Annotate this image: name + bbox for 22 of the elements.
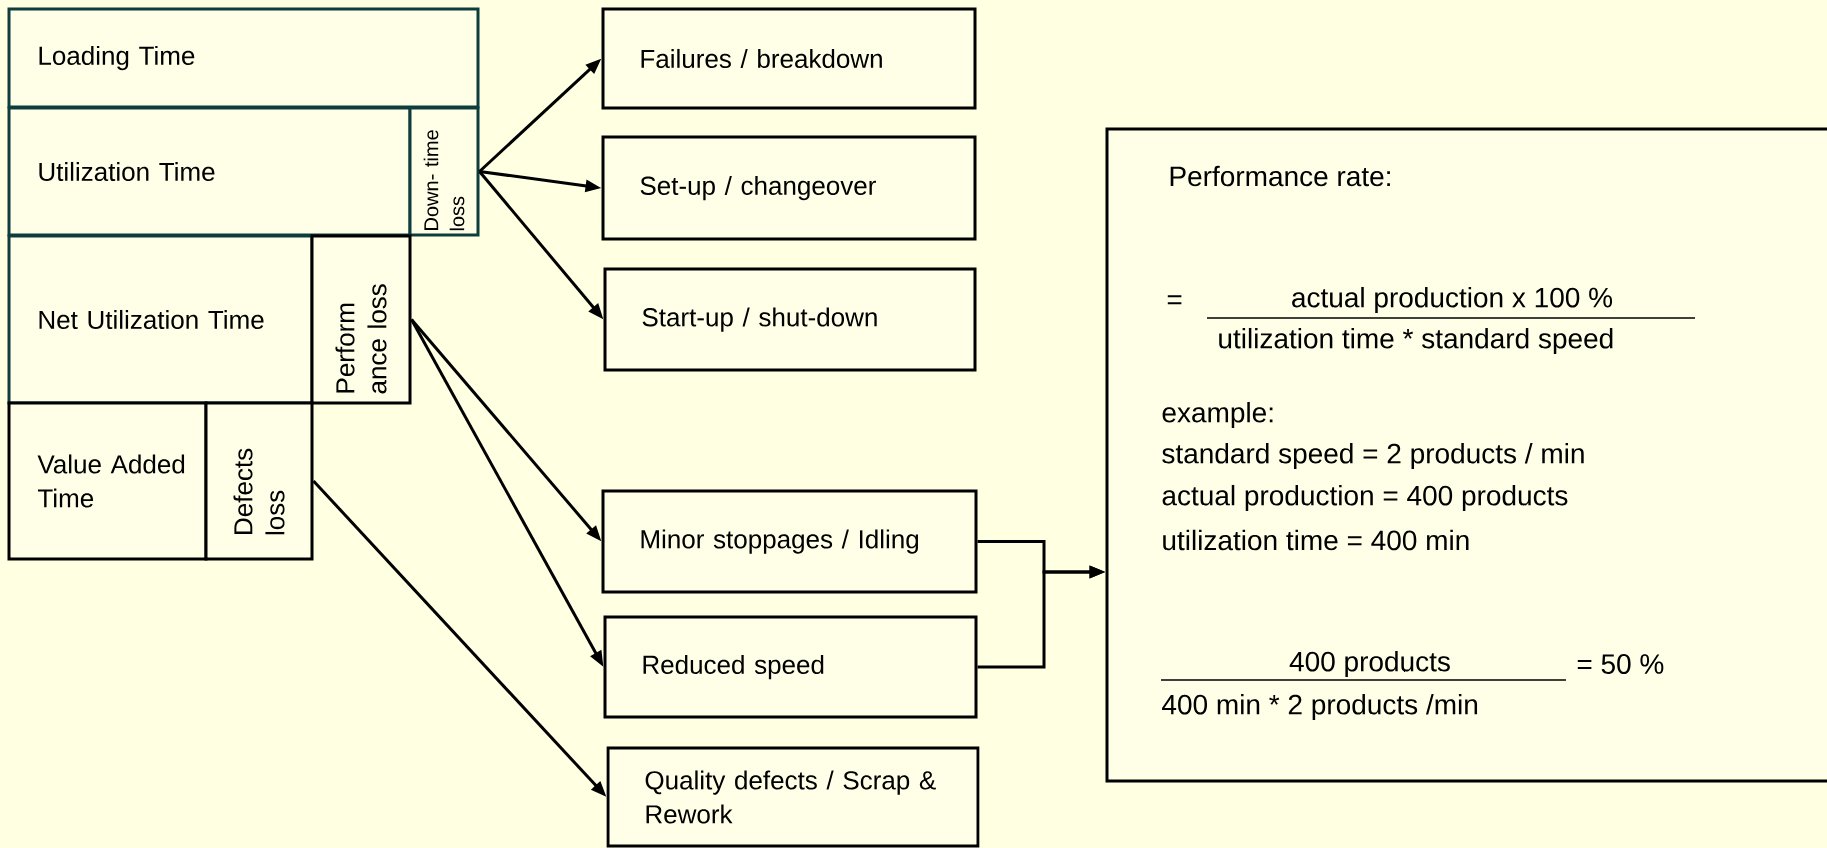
loss-box: Perform ance loss [310,234,412,405]
fraction-denominator: utilization time * standard speed [1219,327,1613,355]
fraction-numerator: 400 products [1289,650,1450,678]
time-bar: Value Added Time [7,401,208,561]
loss-category-box: Reduced speed [603,615,978,719]
fraction-denominator: 400 min * 2 products /min [1162,693,1478,721]
loss-box: Down- time loss [408,106,480,237]
example-text: example: [1162,401,1273,429]
example-text: standard speed = 2 products / min [1162,442,1584,470]
fraction-numerator: actual production x 100 % [1292,286,1613,314]
loss-category-box: Set-up / changeover [601,135,977,241]
example-text: actual production = 400 products [1162,484,1568,512]
heading-text: Performance rate: [1170,165,1390,187]
loss-category-box: Failures / breakdown [601,7,977,110]
equals-sign: = [1167,295,1182,305]
loss-category-box: Start-up / shut-down [603,267,977,372]
loss-category-box: Minor stoppages / Idling [601,489,978,594]
formula-panel [1105,127,1827,783]
loss-box: Defects loss [204,401,314,561]
loss-category-box: Quality defects / Scrap & Rework [606,746,980,848]
result-text: = 50 % [1577,654,1664,674]
example-text: utilization time = 400 min [1163,529,1469,551]
